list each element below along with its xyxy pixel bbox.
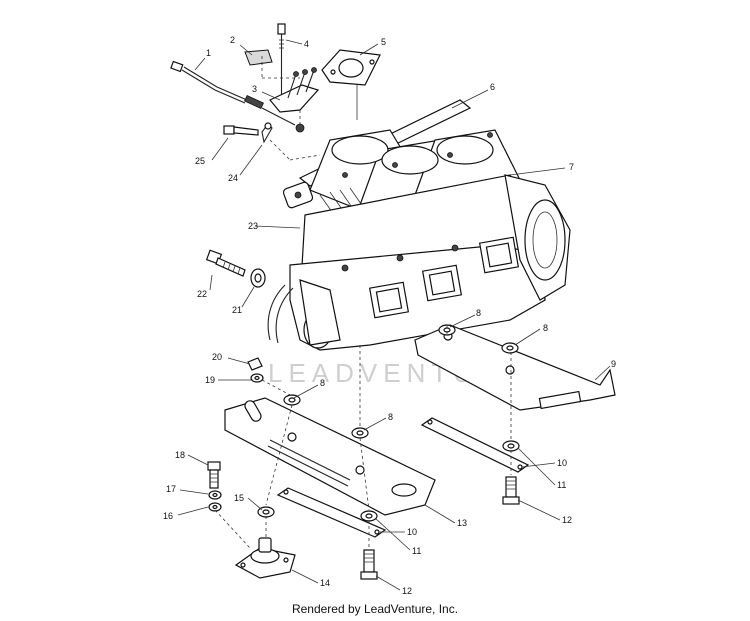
part-shim[interactable] — [244, 49, 273, 66]
callout-9: 9 — [611, 359, 616, 369]
callout-17: 17 — [166, 484, 176, 494]
washer-11[interactable] — [360, 440, 520, 522]
callout-15: 15 — [234, 493, 244, 503]
callout-23: 23 — [248, 221, 258, 231]
callout-11b: 11 — [412, 546, 421, 556]
callout-19: 19 — [205, 375, 215, 385]
callout-7: 7 — [569, 162, 574, 172]
callout-12b: 12 — [402, 586, 412, 596]
callout-20: 20 — [212, 352, 222, 362]
callout-5: 5 — [381, 37, 386, 47]
part-bolt-25[interactable] — [223, 125, 259, 136]
part-washer-21[interactable] — [250, 268, 266, 288]
part-long-bolt[interactable] — [277, 23, 286, 95]
callout-22: 22 — [197, 289, 207, 299]
callout-18: 18 — [175, 450, 185, 460]
strip-10[interactable] — [276, 417, 530, 538]
bolt-12[interactable] — [360, 476, 520, 580]
engine-mount-14[interactable] — [234, 537, 296, 579]
callout-8c: 8 — [320, 378, 325, 388]
callout-8b: 8 — [543, 323, 548, 333]
callout-12a: 12 — [562, 515, 572, 525]
hose — [267, 284, 286, 341]
part-23[interactable] — [282, 181, 314, 209]
callout-16: 16 — [163, 511, 173, 521]
callout-1: 1 — [206, 48, 211, 58]
part-left-mount-13[interactable] — [224, 397, 436, 516]
callout-14: 14 — [320, 578, 330, 588]
alignment-lines — [214, 56, 512, 549]
callout-10a: 10 — [557, 458, 567, 468]
callout-6: 6 — [490, 82, 495, 92]
part-clip-24[interactable] — [261, 122, 273, 144]
part-bracket[interactable] — [269, 67, 320, 113]
part-flange-gasket[interactable] — [321, 49, 381, 120]
part-19[interactable] — [250, 373, 264, 383]
callout-8a: 8 — [476, 308, 481, 318]
part-right-mount-9[interactable] — [414, 324, 616, 411]
engine-block — [289, 99, 571, 351]
leader-lines — [177, 39, 611, 591]
part-bolt-22[interactable] — [205, 249, 246, 277]
callout-labels: 1 2 3 4 5 6 7 8 8 8 8 9 10 10 11 11 12 1… — [163, 35, 616, 596]
callout-10b: 10 — [407, 527, 417, 537]
callout-11a: 11 — [557, 480, 566, 490]
callout-2: 2 — [230, 35, 235, 45]
callout-13: 13 — [457, 518, 467, 528]
callout-8d: 8 — [388, 412, 393, 422]
bolt-18[interactable] — [207, 461, 221, 489]
part-20[interactable] — [247, 357, 263, 371]
footer-credit: Rendered by LeadVenture, Inc. — [291, 602, 459, 616]
callout-21: 21 — [232, 305, 242, 315]
callout-25: 25 — [195, 156, 205, 166]
callout-3: 3 — [252, 84, 257, 94]
callout-24: 24 — [228, 173, 238, 183]
callout-4: 4 — [304, 39, 309, 49]
washer-17[interactable] — [208, 490, 222, 500]
washer-16[interactable] — [208, 502, 222, 512]
